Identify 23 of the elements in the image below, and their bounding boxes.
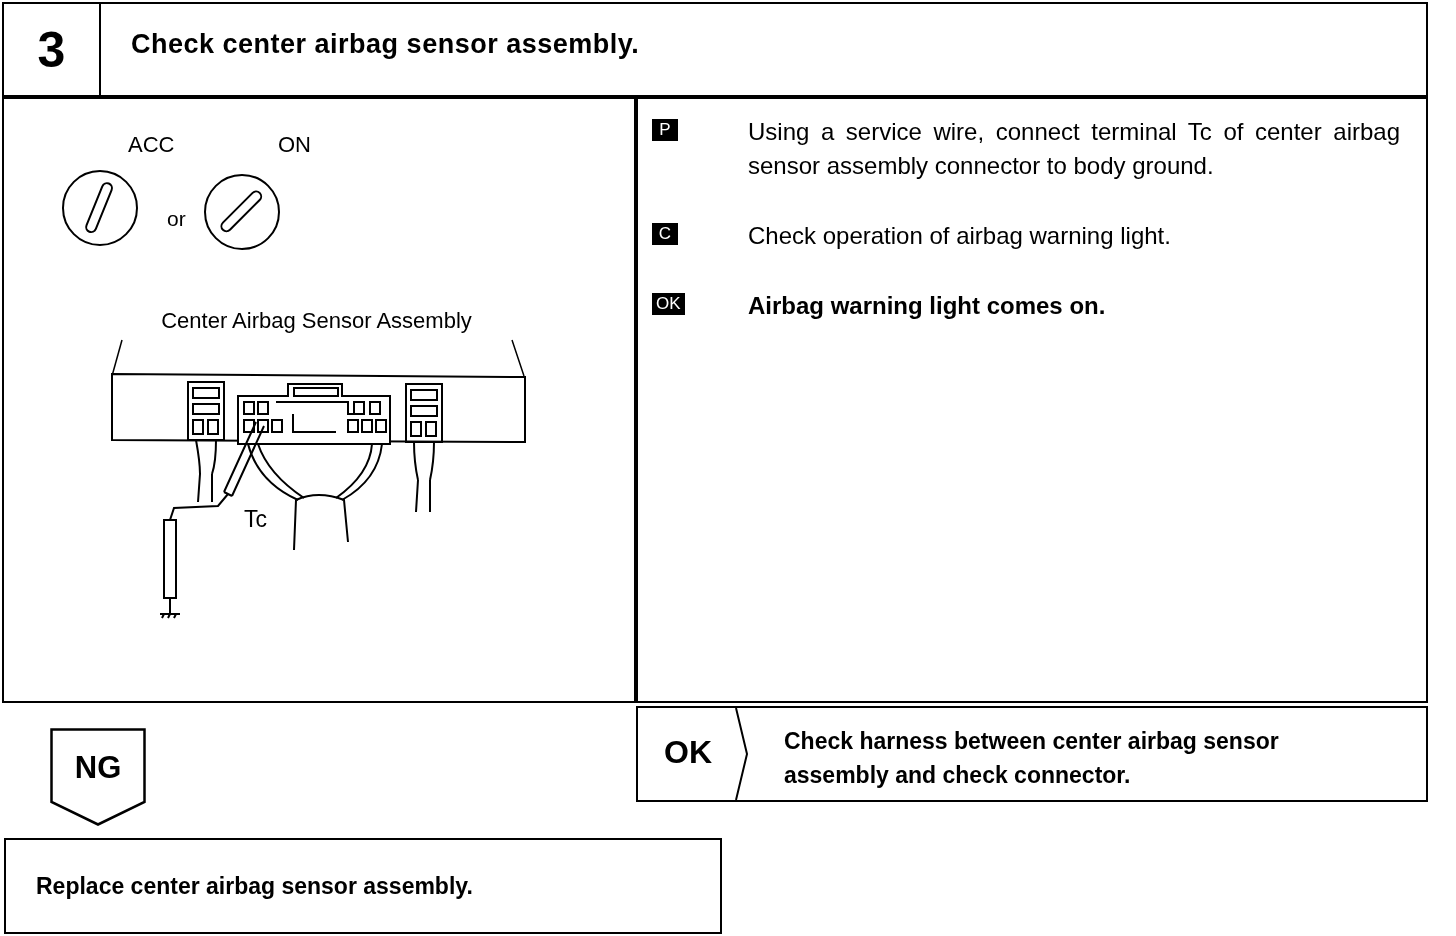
header-box: [2, 2, 1428, 97]
key-position-label: ON: [278, 132, 311, 158]
terminal-label: Tc: [244, 506, 267, 533]
result-box: [636, 706, 1428, 802]
instruction-panel: [636, 97, 1428, 703]
step-title: Check center airbag sensor assembly.: [130, 29, 640, 60]
action-box: [4, 838, 722, 934]
step-badge: P: [652, 119, 678, 141]
illustration-panel: [2, 97, 636, 703]
result-label: NG: [73, 750, 123, 786]
instruction-text: Using a service wire, connect terminal Tc of center airbag sensor assembly connector to body ground.: [748, 117, 1400, 181]
leader-line: [511, 339, 525, 377]
result-label: OK: [664, 734, 712, 771]
action-text: Check harness between center airbag sensor assembly and check connector.: [784, 727, 1280, 790]
instruction-text: Check operation of airbag warning light.: [748, 221, 1172, 251]
step-number: 3: [4, 4, 101, 95]
step-badge: C: [652, 223, 678, 245]
step-badge: OK: [652, 293, 685, 315]
instruction-text: Airbag warning light comes on.: [748, 291, 1107, 321]
part-caption: Center Airbag Sensor Assembly: [111, 303, 522, 338]
key-position-label: ACC: [128, 132, 175, 158]
or-label: or: [167, 207, 186, 231]
action-text: Replace center airbag sensor assembly.: [36, 872, 473, 900]
